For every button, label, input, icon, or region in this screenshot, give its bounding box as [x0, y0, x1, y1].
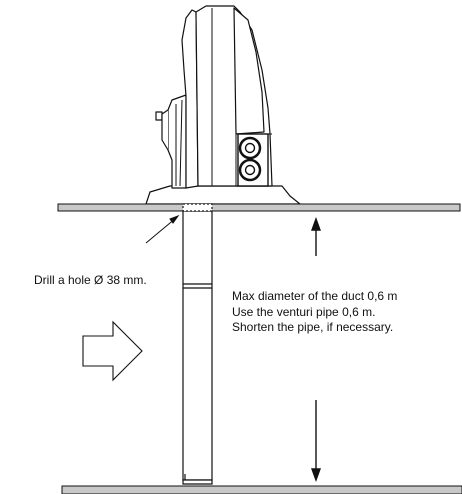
unit-rear-cover [181, 9, 199, 189]
duct-notes: Max diameter of the duct 0,6 m Use the v… [232, 289, 397, 336]
duct-bottom-plate [61, 485, 462, 494]
unit-detail-lines [175, 8, 272, 187]
connector-group [237, 133, 269, 187]
note-max-diameter: Max diameter of the duct 0,6 m [232, 289, 398, 303]
drill-pointer [145, 214, 180, 244]
dimension-arrow-down [311, 400, 321, 483]
unit-side-bump [161, 109, 169, 151]
drill-hole-label: Drill a hole Ø 38 mm. [34, 273, 147, 287]
dimension-arrow-up [311, 216, 321, 256]
flow-arrow-icon [82, 320, 143, 382]
sensor-unit [145, 5, 301, 205]
venturi-pipe [182, 203, 213, 485]
unit-lower-body [167, 94, 187, 189]
note-shorten-pipe: Shorten the pipe, if necessary. [232, 320, 394, 334]
unit-knob [155, 111, 163, 121]
note-venturi-pipe: Use the venturi pipe 0,6 m. [232, 304, 376, 319]
unit-base [145, 185, 301, 205]
duct-top-plate [57, 203, 461, 212]
